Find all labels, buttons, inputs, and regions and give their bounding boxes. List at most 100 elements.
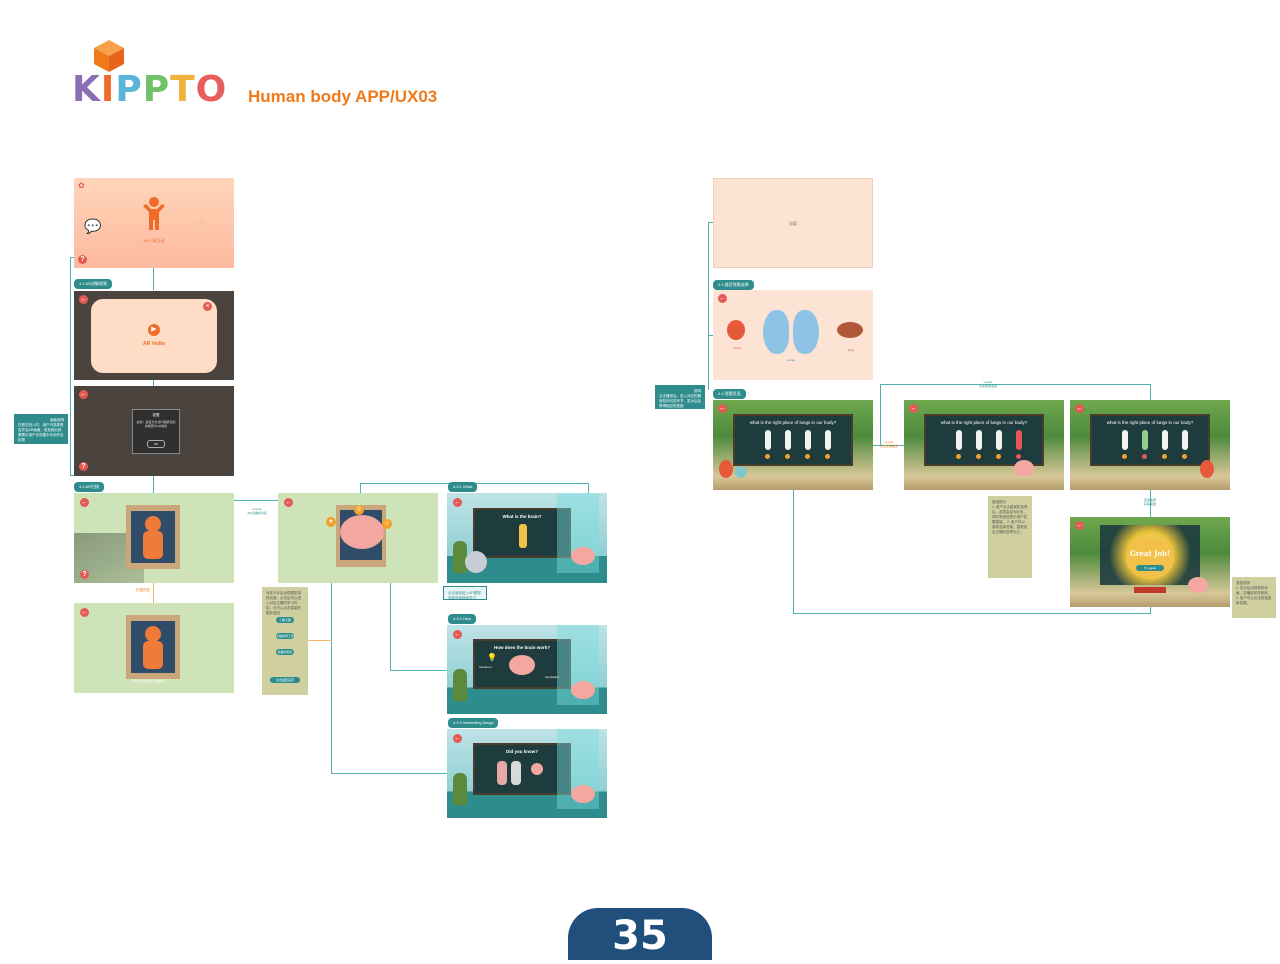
note-text: 在首次进入时，用户可选择是否开启AR画面，若拒绝后则需提示用户去设置中手动开启权…	[18, 423, 64, 442]
flow-step-button: 有趣的知识	[276, 649, 294, 655]
back-icon[interactable]: ←	[80, 498, 89, 507]
flow-connector	[708, 335, 713, 336]
flow-connector	[153, 380, 154, 386]
flow-connector	[793, 490, 794, 613]
back-icon[interactable]: ←	[718, 294, 727, 303]
answer-button[interactable]	[785, 454, 790, 459]
play-icon[interactable]: ▶	[148, 324, 160, 336]
link-reward: 完成答题 获得奖励	[1136, 498, 1164, 506]
flow-connector	[708, 222, 713, 223]
permission-screen: ← 权限 启用：是否允许访问相机和您的相册为AR提供 OK ?	[74, 386, 234, 476]
how-screen: How does the brain work? cerebrum cerebe…	[447, 625, 607, 714]
link-label: 完成答题	[1143, 498, 1156, 502]
back-icon[interactable]: ←	[79, 295, 88, 304]
what-note: 点击返回进入AR模型选择页面继续学习	[443, 586, 487, 600]
close-icon[interactable]: ×	[203, 302, 212, 311]
heart-character	[719, 460, 733, 478]
answer-button[interactable]	[1182, 454, 1187, 459]
body-figure-icon[interactable]	[140, 196, 168, 232]
back-icon[interactable]: ←	[1075, 404, 1084, 413]
step-badge: 4.1 AR讲解视频	[74, 279, 113, 289]
back-icon[interactable]: ←	[718, 404, 727, 413]
interesting-screen: Did you know? ←	[447, 729, 607, 818]
answer-button[interactable]	[805, 454, 810, 459]
quiz-retry-screen: what is the right place of lungs in our …	[1070, 400, 1230, 490]
answer-button[interactable]	[825, 454, 830, 459]
lung-character	[735, 466, 747, 478]
chat-icon[interactable]: 💬	[84, 218, 102, 234]
search-icon[interactable]: ⚲	[354, 505, 364, 515]
liver-character[interactable]	[837, 322, 863, 338]
answer-button[interactable]	[1122, 454, 1127, 459]
flow-connector	[331, 773, 447, 774]
skeleton-option-selected	[1016, 430, 1022, 450]
back-icon[interactable]: ←	[284, 498, 293, 507]
smile-icon[interactable]: ☺	[382, 519, 392, 529]
brain-icon	[531, 763, 543, 775]
back-icon[interactable]: ←	[453, 498, 462, 507]
flow-connector	[390, 670, 447, 671]
page-subtitle: Human body APP/UX03	[248, 87, 438, 106]
lungs-character[interactable]	[763, 304, 819, 354]
link-sub: 获得奖励	[1143, 502, 1156, 506]
try-again-button[interactable]: Try again	[1136, 565, 1164, 571]
answer-button[interactable]	[956, 454, 961, 459]
answer-button[interactable]	[976, 454, 981, 459]
quiz-question: what is the right place of lungs in our …	[940, 420, 1028, 425]
answer-button-wrong[interactable]	[1016, 454, 1021, 459]
home-screen: ✿ H5人体互动 💬 ✚ ?	[74, 178, 234, 268]
loading-screen: 加载	[713, 178, 873, 268]
card-face	[131, 511, 175, 563]
link-sub: AR扫描成功后	[247, 511, 267, 515]
skeleton-option	[785, 430, 791, 450]
organ-label: Lungs	[786, 358, 796, 362]
chalkboard: what is the right place of lungs in our …	[1090, 414, 1210, 466]
cube-logo-icon	[94, 40, 124, 72]
brain-model[interactable]	[340, 515, 384, 549]
note-wrong: 错误提示 1. 用户点击错误的选项后，选项会变为红色，同时有音效提示用户答题错误…	[988, 496, 1032, 578]
star-icon[interactable]: ★	[326, 517, 336, 527]
back-icon[interactable]: ←	[453, 734, 462, 743]
settings-icon[interactable]: ✿	[78, 181, 85, 190]
logo-letter: K	[72, 69, 101, 110]
trophy-badge	[1126, 537, 1174, 579]
skeleton-option	[1182, 430, 1188, 450]
back-icon[interactable]: ←	[80, 608, 89, 617]
answer-button[interactable]	[1142, 454, 1147, 459]
flow-connector	[153, 583, 154, 603]
flow-connector	[308, 640, 332, 641]
help-icon[interactable]: ?	[78, 255, 87, 264]
answer-button[interactable]	[996, 454, 1001, 459]
permission-dialog: 权限 启用：是否允许访问相机和您的相册为AR提供 OK	[132, 409, 180, 454]
logo-letter: T	[170, 69, 196, 110]
organ-select-screen: ← Heart Lungs Liver	[713, 290, 873, 380]
answer-button[interactable]	[765, 454, 770, 459]
back-icon[interactable]: ←	[1075, 521, 1084, 530]
chalkboard: what is the right place of lungs in our …	[733, 414, 853, 466]
back-icon[interactable]: ←	[79, 390, 88, 399]
figure-body	[143, 531, 163, 559]
note-title: 错误提示	[992, 500, 1006, 504]
flow-connector	[880, 384, 881, 446]
flow-connector	[153, 476, 154, 494]
heart-character[interactable]	[727, 320, 745, 340]
link-label: Level1	[983, 380, 993, 384]
organ-label: Liver	[847, 348, 855, 352]
ok-button[interactable]: OK	[147, 440, 165, 448]
reward-screen: Great Job! Try again ←	[1070, 517, 1230, 607]
back-icon[interactable]: ←	[909, 404, 918, 413]
puzzle-icon[interactable]: ✚	[196, 216, 208, 232]
flow-connector	[360, 483, 361, 493]
reward-title: Great Job!	[1129, 549, 1171, 558]
chalkboard: What is the brain?	[473, 508, 571, 558]
figure-icon	[511, 761, 521, 785]
answer-button[interactable]	[1162, 454, 1167, 459]
lung-right	[793, 310, 819, 354]
shark-character	[465, 551, 487, 573]
bulb-icon: 💡	[487, 653, 497, 662]
help-icon[interactable]: ?	[79, 462, 88, 471]
quiz-wrong-screen: what is the right place of lungs in our …	[904, 400, 1064, 490]
quiz-question: what is the right place of lungs in our …	[749, 420, 837, 425]
help-icon[interactable]: ?	[80, 570, 89, 579]
back-icon[interactable]: ←	[453, 630, 462, 639]
